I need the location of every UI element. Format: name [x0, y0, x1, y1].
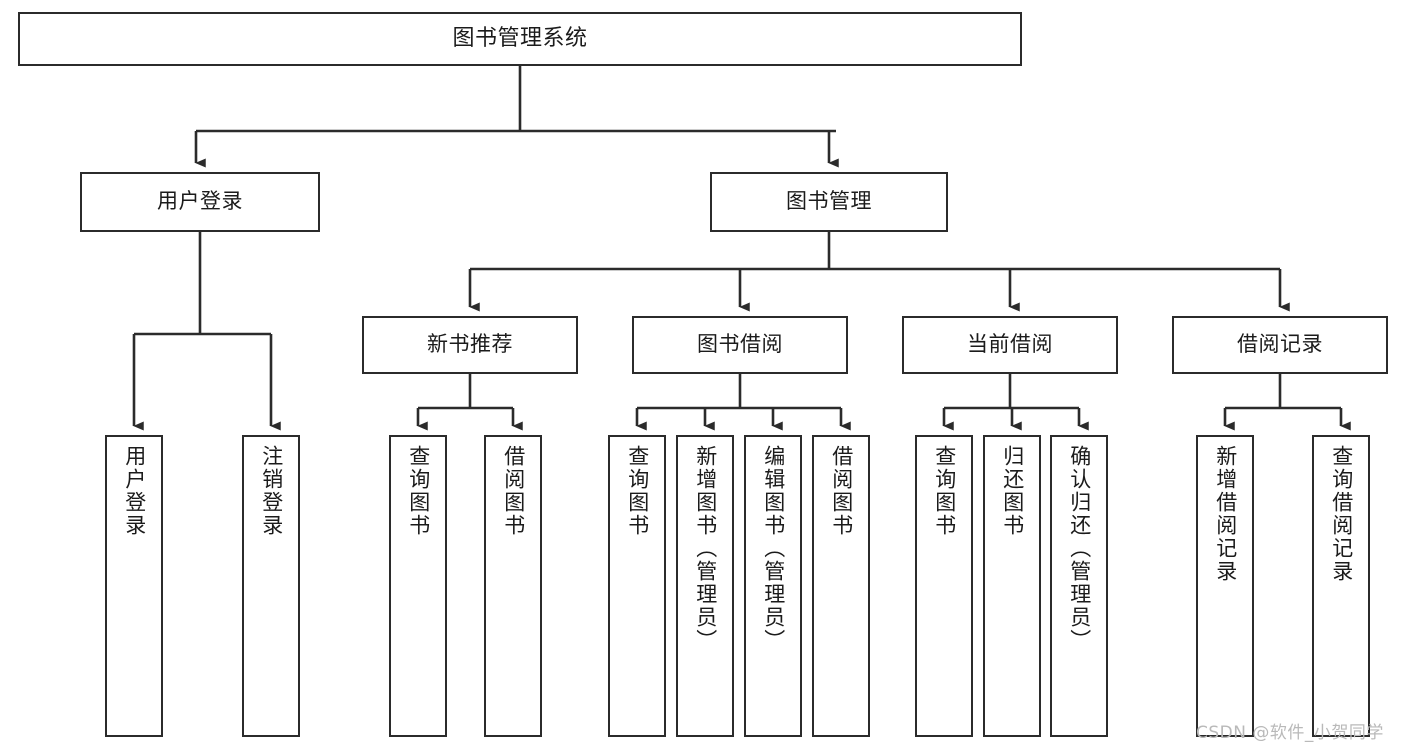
node-leaf-query-book-3[interactable]: 查询图书 [915, 435, 973, 737]
node-leaf-borrow-book-2[interactable]: 借阅图书 [812, 435, 870, 737]
node-leaf-add-book-admin-label: 新增图书（管理员） [693, 445, 718, 652]
node-leaf-user-login[interactable]: 用户登录 [105, 435, 163, 737]
node-leaf-query-book-2-label: 查询图书 [625, 445, 650, 537]
node-leaf-logout-login-label: 注销登录 [259, 445, 284, 537]
node-leaf-query-book-1[interactable]: 查询图书 [389, 435, 447, 737]
node-leaf-return-book-label: 归还图书 [1000, 445, 1025, 537]
node-leaf-borrow-book-1-label: 借阅图书 [501, 445, 526, 537]
node-book-manage[interactable]: 图书管理 [710, 172, 948, 232]
node-new-book-rec[interactable]: 新书推荐 [362, 316, 578, 374]
node-borrow-record[interactable]: 借阅记录 [1172, 316, 1388, 374]
node-leaf-query-book-3-label: 查询图书 [932, 445, 957, 537]
node-user-login-label: 用户登录 [157, 189, 243, 214]
node-leaf-query-borrow-record[interactable]: 查询借阅记录 [1312, 435, 1370, 737]
node-book-borrow-label: 图书借阅 [697, 332, 783, 357]
node-user-login[interactable]: 用户登录 [80, 172, 320, 232]
node-leaf-query-borrow-record-label: 查询借阅记录 [1329, 445, 1354, 583]
node-current-borrow-label: 当前借阅 [967, 332, 1053, 357]
node-borrow-record-label: 借阅记录 [1237, 332, 1323, 357]
csdn-watermark: CSDN @软件_小贺同学 [1196, 723, 1384, 743]
node-leaf-query-book-2[interactable]: 查询图书 [608, 435, 666, 737]
node-current-borrow[interactable]: 当前借阅 [902, 316, 1118, 374]
node-leaf-logout-login[interactable]: 注销登录 [242, 435, 300, 737]
node-leaf-add-borrow-record[interactable]: 新增借阅记录 [1196, 435, 1254, 737]
node-leaf-borrow-book-1[interactable]: 借阅图书 [484, 435, 542, 737]
node-root-label: 图书管理系统 [452, 25, 588, 51]
node-leaf-borrow-book-2-label: 借阅图书 [829, 445, 854, 537]
node-book-manage-label: 图书管理 [786, 189, 872, 214]
node-leaf-confirm-return-admin[interactable]: 确认归还（管理员） [1050, 435, 1108, 737]
node-leaf-confirm-return-admin-label: 确认归还（管理员） [1067, 445, 1092, 652]
node-leaf-edit-book-admin[interactable]: 编辑图书（管理员） [744, 435, 802, 737]
node-root[interactable]: 图书管理系统 [18, 12, 1022, 66]
node-new-book-rec-label: 新书推荐 [427, 332, 513, 357]
node-book-borrow[interactable]: 图书借阅 [632, 316, 848, 374]
node-leaf-add-borrow-record-label: 新增借阅记录 [1213, 445, 1238, 583]
node-leaf-return-book[interactable]: 归还图书 [983, 435, 1041, 737]
node-leaf-query-book-1-label: 查询图书 [406, 445, 431, 537]
node-leaf-edit-book-admin-label: 编辑图书（管理员） [761, 445, 786, 652]
node-leaf-user-login-label: 用户登录 [122, 445, 147, 537]
node-leaf-add-book-admin[interactable]: 新增图书（管理员） [676, 435, 734, 737]
